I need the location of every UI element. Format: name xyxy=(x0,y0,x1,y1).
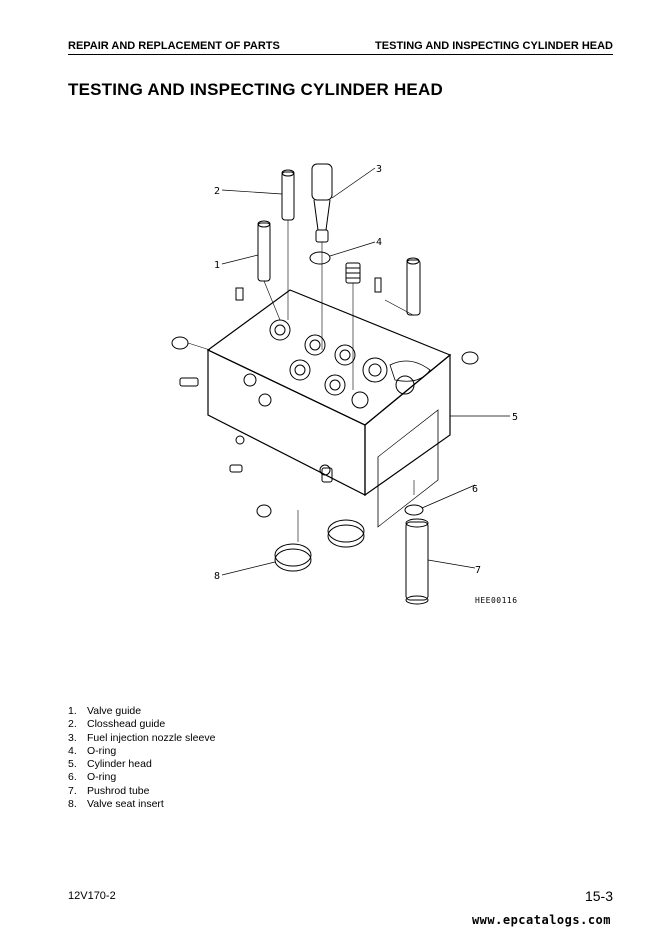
callout-leaders xyxy=(221,167,510,576)
callout-7: 7 xyxy=(475,565,481,576)
legend-number: 2. xyxy=(68,718,77,731)
legend-number: 6. xyxy=(68,771,77,784)
legend-item: 7. Pushrod tube xyxy=(68,785,215,798)
legend-item: 1. Valve guide xyxy=(68,705,215,718)
callout-5: 5 xyxy=(512,412,518,423)
legend-number: 5. xyxy=(68,758,77,771)
legend-number: 4. xyxy=(68,744,77,757)
legend-text: Pushrod tube xyxy=(87,784,150,797)
valve-guide-part xyxy=(257,220,281,321)
parts-legend: 1. Valve guide 2. Closshead guide 3. Fuel i… xyxy=(68,705,215,811)
header-section-title: REPAIR AND REPLACEMENT OF PARTS xyxy=(68,40,280,52)
callout-2: 2 xyxy=(214,186,220,197)
legend-item: 3. Fuel injection nozzle sleeve xyxy=(68,732,215,745)
legend-text: Closshead guide xyxy=(87,718,166,731)
figure-code: HEE00116 xyxy=(475,596,518,605)
legend-number: 3. xyxy=(68,731,77,744)
legend-text: Fuel injection nozzle sleeve xyxy=(87,731,216,744)
callout-8: 8 xyxy=(214,571,220,582)
legend-number: 1. xyxy=(68,705,77,717)
callout-4: 4 xyxy=(376,237,382,248)
nozzle-sleeve-part xyxy=(311,163,333,350)
page-number: 15-3 xyxy=(584,888,613,904)
valve-seat-insert-part xyxy=(274,510,312,572)
small-parts xyxy=(171,257,479,518)
o-ring-bottom-part xyxy=(404,480,424,516)
model-code: 12V170-2 xyxy=(68,890,116,902)
legend-item: 6. O-ring xyxy=(68,771,215,784)
legend-number: 8. xyxy=(68,798,77,811)
legend-number: 7. xyxy=(68,784,77,797)
callout-1: 1 xyxy=(214,260,220,271)
legend-item: 8. Valve seat insert xyxy=(68,798,215,811)
callout-6: 6 xyxy=(472,484,478,495)
legend-text: O-ring xyxy=(87,744,117,757)
legend-item: 5. Cylinder head xyxy=(68,758,215,771)
legend-text: O-ring xyxy=(87,771,117,784)
website-watermark: www.epcatalogs.com xyxy=(471,913,611,927)
legend-text: Valve seat insert xyxy=(87,798,164,811)
crosshead-guide-part xyxy=(281,169,295,320)
page-title: TESTING AND INSPECTING CYLINDER HEAD xyxy=(68,80,443,99)
pushrod-tube-part xyxy=(405,518,429,605)
legend-text: Cylinder head xyxy=(87,758,152,771)
cylinder-head-exploded-drawing: 2 1 3 4 5 6 7 8 xyxy=(171,163,518,605)
page-header: REPAIR AND REPLACEMENT OF PARTS TESTING … xyxy=(68,38,613,55)
legend-item: 2. Closshead guide xyxy=(68,718,215,731)
callout-numbers: 2 1 3 4 5 6 7 8 xyxy=(214,164,518,582)
legend-item: 4. O-ring xyxy=(68,745,215,758)
callout-3: 3 xyxy=(376,164,382,175)
legend-text: Valve guide xyxy=(87,705,142,717)
header-topic-title: TESTING AND INSPECTING CYLINDER HEAD xyxy=(375,40,613,52)
exploded-diagram: 2 1 3 4 5 6 7 8 xyxy=(150,150,550,620)
sleeve-ring-part xyxy=(327,519,365,548)
o-ring-top-part xyxy=(309,251,331,265)
